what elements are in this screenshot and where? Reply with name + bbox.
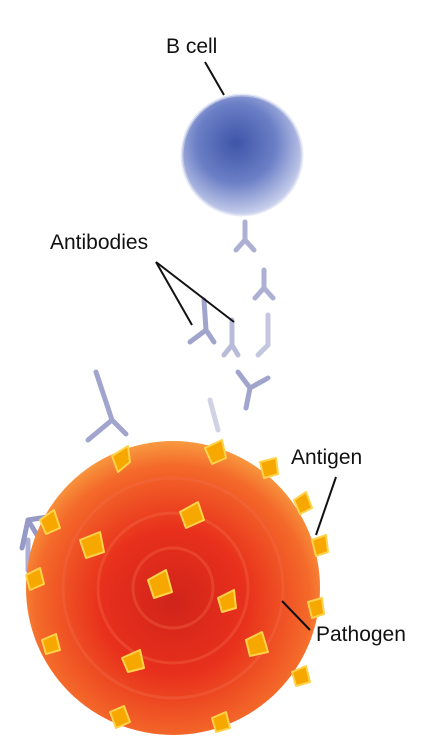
antigen-label: Antigen — [291, 447, 362, 468]
b-cell-label: B cell — [166, 36, 217, 57]
pathogen — [26, 441, 320, 735]
antibodies-leader-2 — [156, 262, 234, 322]
antibody — [210, 400, 218, 430]
antibody — [88, 372, 126, 440]
b-cell-leader — [205, 62, 224, 95]
antigen — [312, 535, 328, 556]
antibody — [236, 222, 254, 250]
antibodies-label: Antibodies — [50, 232, 148, 253]
antigen — [260, 458, 278, 478]
antigen-leader — [316, 477, 336, 535]
antibody — [255, 270, 273, 298]
antibody — [224, 320, 238, 355]
antibody — [190, 300, 214, 342]
b-cell — [182, 95, 302, 215]
antibodies-leader-1 — [156, 262, 192, 325]
antibody — [238, 372, 268, 408]
pathogen-label: Pathogen — [316, 624, 406, 645]
antibody — [258, 315, 268, 355]
antigen — [308, 598, 324, 618]
